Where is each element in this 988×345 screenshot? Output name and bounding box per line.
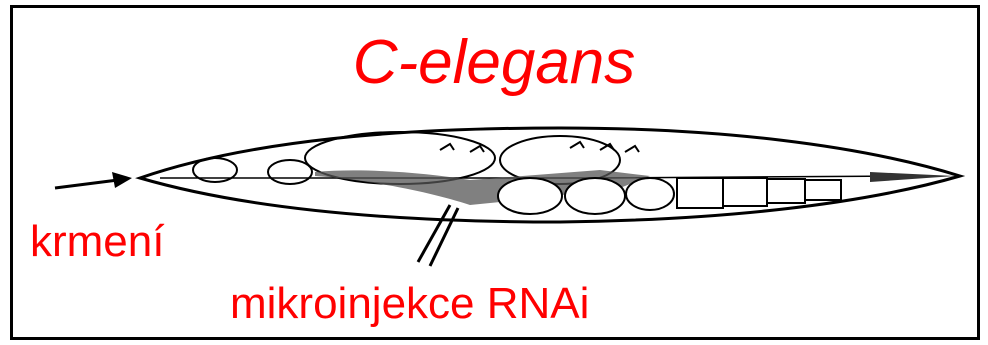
microinjection-label: mikroinjekce RNAi: [230, 282, 589, 326]
oocyte-4: [805, 180, 841, 200]
oocyte-2: [723, 178, 767, 206]
arrow-right-icon: [55, 172, 132, 188]
pharynx-bulb-posterior: [268, 160, 312, 184]
feeding-label: krmení: [30, 220, 164, 264]
oocyte-3: [767, 179, 805, 203]
egg-2: [565, 178, 625, 214]
egg-1: [498, 178, 562, 214]
oocyte-1: [677, 178, 723, 208]
needle-icon: [418, 205, 458, 266]
egg-3: [626, 178, 674, 210]
